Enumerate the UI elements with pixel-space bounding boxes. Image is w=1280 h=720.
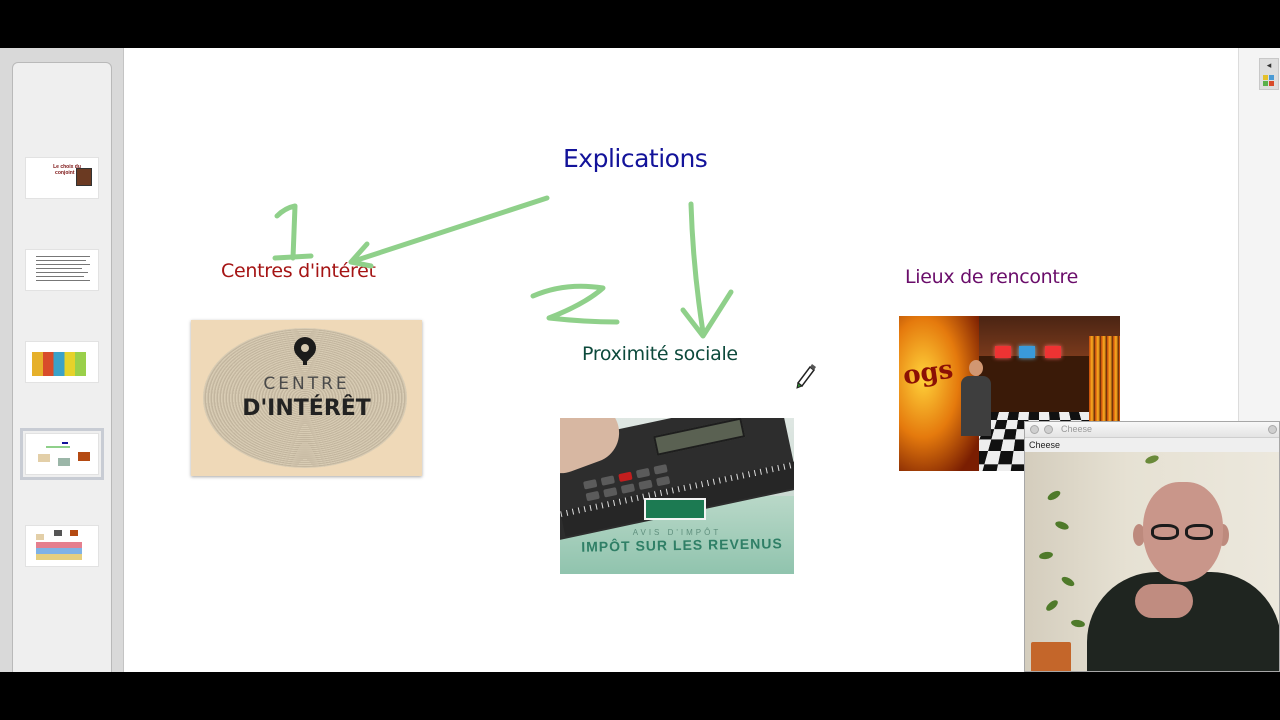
ink-arrow-to-proximite — [680, 201, 734, 339]
properties-tab[interactable]: ◂ — [1259, 58, 1279, 90]
image-text-line1: CENTRE — [263, 374, 350, 394]
whiteboard-app: Le choix du conjoint ? — [0, 48, 1280, 672]
page-thumbnail-image — [36, 542, 82, 560]
page-thumbnail-3[interactable] — [25, 341, 99, 383]
collapse-arrow-icon: ◂ — [1266, 60, 1272, 71]
image-text-line2: D'INTÉRÊT — [242, 396, 371, 421]
cheese-window-title: Cheese — [1061, 424, 1093, 434]
cheese-window[interactable]: Cheese Cheese — [1024, 421, 1280, 672]
page-thumbnail-image — [78, 452, 90, 461]
page-thumbnail-image — [32, 352, 86, 376]
palette-icon — [1263, 74, 1275, 87]
page-thumbnail-5[interactable] — [25, 525, 99, 567]
page-thumbnail-image — [36, 534, 44, 540]
page-thumbnail-image — [54, 530, 62, 536]
page-thumbnail-image — [58, 458, 70, 466]
page-sorter-panel: Le choix du conjoint ? — [12, 62, 112, 672]
cheese-titlebar[interactable]: Cheese — [1025, 422, 1279, 438]
image-centre-interet[interactable]: CENTRE D'INTÉRÊT — [191, 320, 422, 476]
ink-arrow-to-centres — [348, 195, 550, 269]
webcam-video — [1025, 452, 1279, 671]
pen-cursor-icon — [796, 364, 816, 389]
ink-number-one — [272, 203, 314, 261]
page-thumbnail-4[interactable] — [20, 428, 104, 480]
window-close-icon[interactable] — [1268, 425, 1277, 434]
person — [961, 360, 991, 440]
label-centres-interet[interactable]: Centres d'intérêt — [221, 260, 376, 282]
page-sorter: Le choix du conjoint ? — [0, 48, 124, 672]
page-thumbnail-1[interactable]: Le choix du conjoint ? — [25, 157, 99, 199]
glasses — [1131, 524, 1231, 542]
image-impot-revenus[interactable]: AVIS D'IMPÔT IMPÔT SUR LES REVENUS — [560, 418, 794, 574]
ink-number-two — [530, 283, 620, 325]
flower-pot — [1031, 642, 1071, 671]
person-hands — [1135, 584, 1193, 618]
page-thumbnail-image — [70, 530, 78, 536]
republique-logo — [644, 498, 706, 520]
page-thumbnail-2[interactable] — [25, 249, 99, 291]
page-thumbnail-image — [38, 454, 50, 462]
label-lieux-rencontre[interactable]: Lieux de rencontre — [905, 266, 1079, 288]
window-menu-icon[interactable] — [1030, 425, 1039, 434]
right-side-tabs: ◂ — [1259, 58, 1279, 93]
label-explications[interactable]: Explications — [563, 144, 708, 173]
label-proximite-sociale[interactable]: Proximité sociale — [582, 343, 738, 365]
window-sticky-icon[interactable] — [1044, 425, 1053, 434]
image-text-avis: AVIS D'IMPÔT — [632, 528, 722, 537]
cheese-app-label: Cheese — [1029, 440, 1061, 450]
page-thumbnail-image — [76, 168, 92, 186]
page-thumbnail-title: Le choix du conjoint ? — [53, 164, 81, 176]
